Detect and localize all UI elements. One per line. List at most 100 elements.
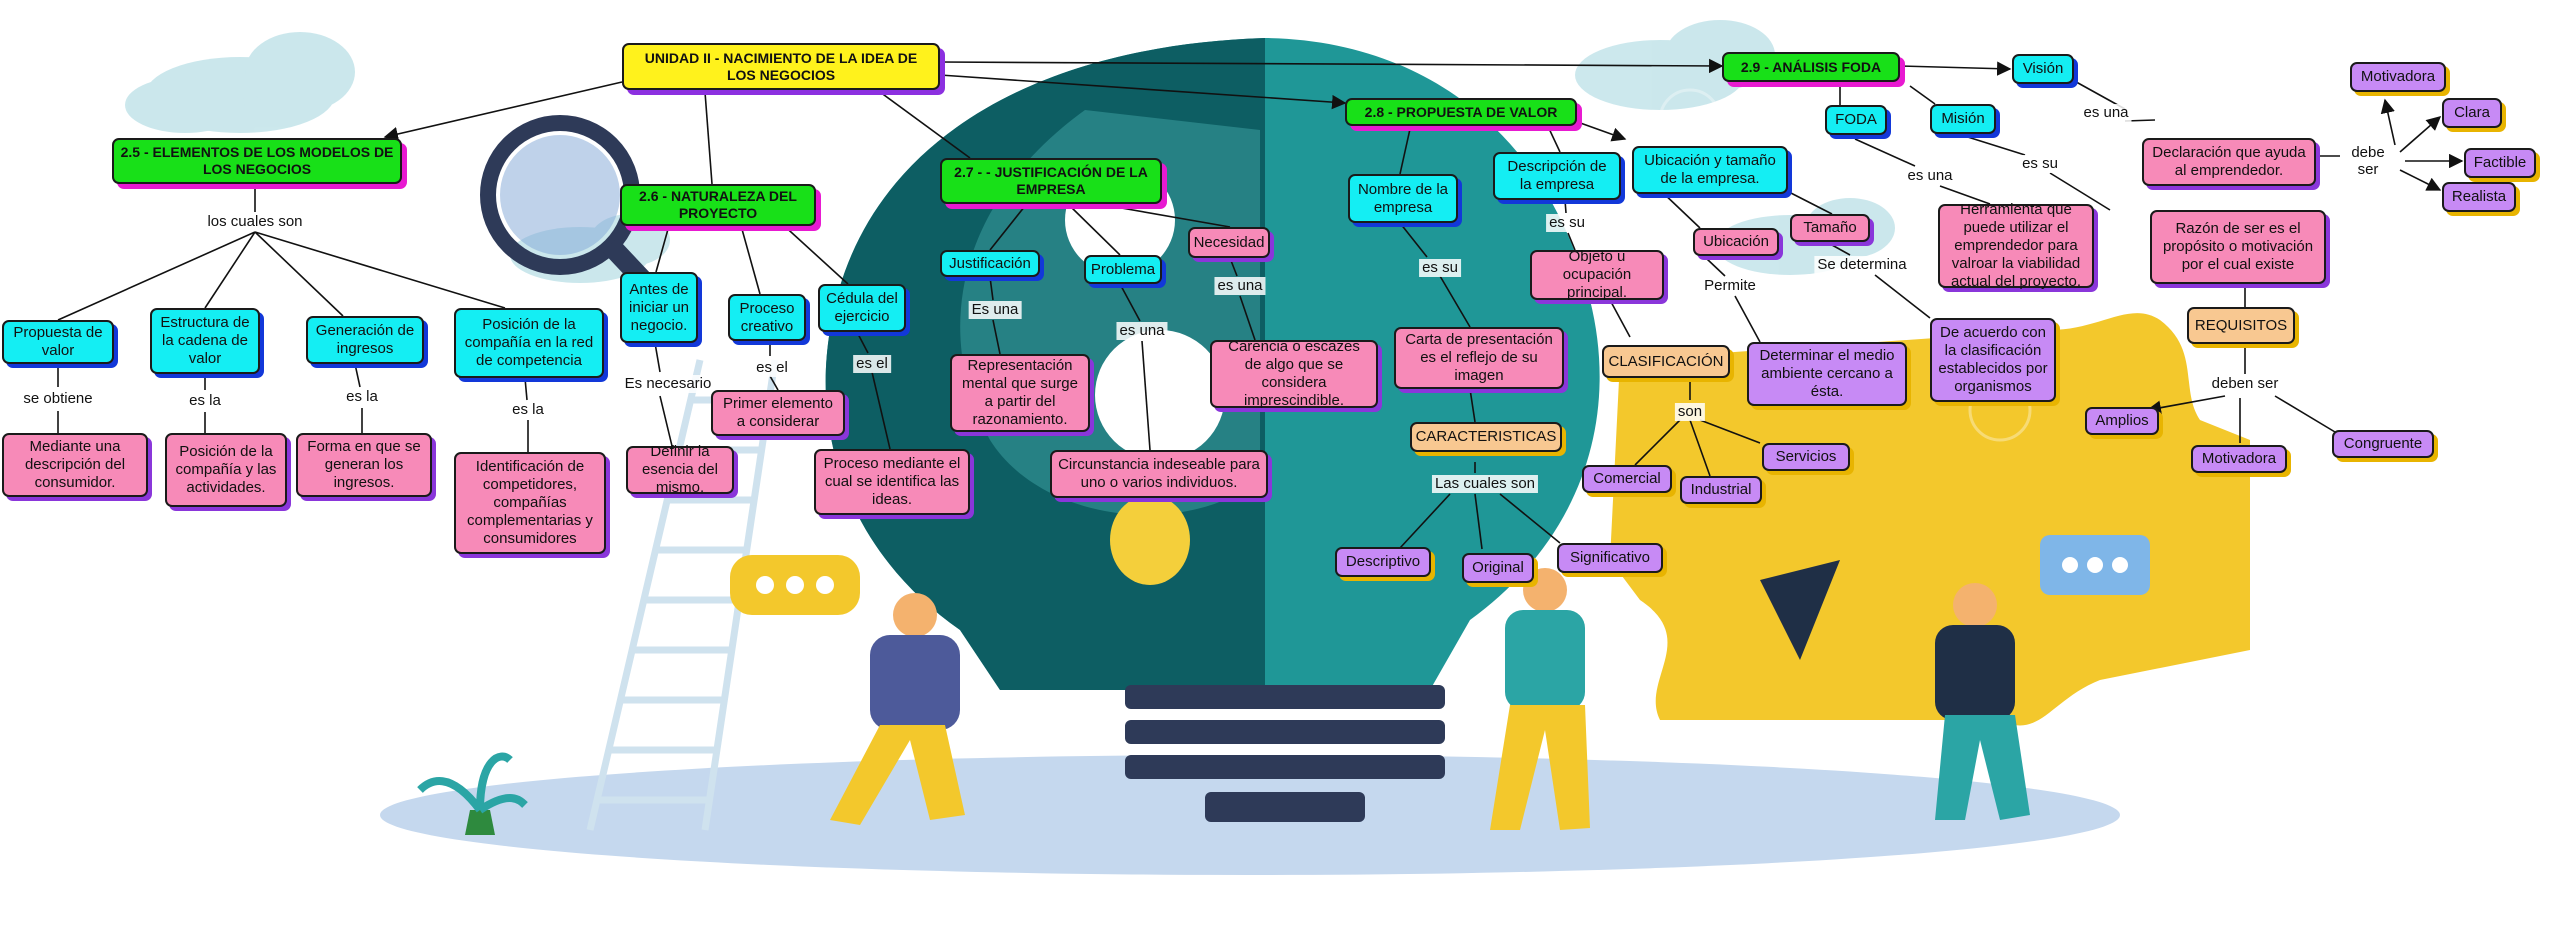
node-factible: Factible: [2464, 148, 2536, 178]
node-text: Posición de la compañía en la red de com…: [464, 316, 594, 369]
node-motivadora-vision: Motivadora: [2350, 62, 2446, 92]
node-detail: Posición de la compañía y las actividade…: [165, 433, 287, 507]
section-2-7-text: 2.7 - - JUSTIFICACIÓN DE LA EMPRESA: [954, 164, 1148, 197]
link-label: Es una: [968, 301, 1022, 319]
node-text: CLASIFICACIÓN: [1608, 352, 1724, 370]
node-text: Necesidad: [1193, 233, 1265, 251]
link-label: es una: [1116, 322, 1168, 340]
node-declaracion: Declaración que ayuda al emprendedor.: [2142, 138, 2316, 186]
link-label: son: [1674, 403, 1706, 421]
node-mision: Misión: [1930, 104, 1996, 134]
node-text: Realista: [2451, 188, 2507, 205]
node-tamano: Tamaño: [1790, 214, 1870, 242]
link-label: es una: [2080, 104, 2132, 122]
node-ubicacion-tamano: Ubicación y tamaño de la empresa.: [1632, 146, 1788, 194]
node-text: Significativo: [1569, 549, 1651, 566]
node-carta-presentacion: Carta de presentación es el reflejo de s…: [1394, 327, 1564, 389]
node-servicios: Servicios: [1762, 443, 1850, 471]
node-original: Original: [1462, 553, 1534, 583]
node-text: Mediante una descripción del consumidor.: [24, 438, 126, 491]
node-clara: Clara: [2442, 98, 2502, 128]
section-2-8: 2.8 - PROPUESTA DE VALOR: [1345, 98, 1577, 126]
node-text: Identificación de competidores, compañía…: [467, 458, 593, 547]
node-text: Industrial: [1690, 481, 1752, 498]
node-text: Declaración que ayuda al emprendedor.: [2152, 144, 2306, 179]
node-significativo: Significativo: [1557, 543, 1663, 573]
node-text: Clara: [2454, 104, 2490, 121]
node-text: Antes de iniciar un negocio.: [628, 280, 690, 334]
node-text: Definir la esencia del mismo.: [642, 443, 718, 496]
node-text: Proceso mediante el cual se identifica l…: [823, 455, 961, 508]
node-justificacion: Justificación: [940, 250, 1040, 277]
node-detail: Primer elemento a considerar: [711, 390, 845, 436]
node-text: Razón de ser es el propósito o motivació…: [2162, 220, 2314, 273]
node-text: CARACTERISTICAS: [1415, 428, 1557, 445]
node-razon-de-ser: Razón de ser es el propósito o motivació…: [2150, 210, 2326, 284]
node-text: Carta de presentación es el reflejo de s…: [1405, 331, 1553, 384]
node-proceso-creativo: Proceso creativo: [728, 294, 806, 341]
node-text: REQUISITOS: [2194, 316, 2288, 334]
node-text: Factible: [2473, 154, 2527, 171]
node-text: Proceso creativo: [739, 299, 795, 335]
node-requisitos: REQUISITOS: [2187, 307, 2295, 344]
link-label: es el: [753, 359, 791, 377]
link-label: debe ser: [2343, 144, 2393, 178]
node-text: Misión: [1941, 110, 1985, 127]
node-text: De acuerdo con la clasificación establec…: [1938, 324, 2048, 395]
link-label: es su: [1419, 259, 1461, 277]
node-detail: Identificación de competidores, compañía…: [454, 452, 606, 554]
node-antes-de-iniciar: Antes de iniciar un negocio.: [620, 272, 698, 343]
section-2-5: 2.5 - ELEMENTOS DE LOS MODELOS DE LOS NE…: [112, 138, 402, 184]
node-text: Motivadora: [2201, 450, 2277, 467]
node-text: Comercial: [1593, 470, 1661, 487]
node-text: Posición de la compañía y las actividade…: [175, 443, 277, 496]
node-detail: Representación mental que surge a partir…: [950, 354, 1090, 432]
link-label: es la: [186, 392, 224, 410]
node-objeto-ocupacion: Objeto u ocupación principal.: [1530, 248, 1664, 301]
node-nombre-empresa: Nombre de la empresa: [1348, 174, 1458, 223]
link-label: Es necesario: [621, 375, 715, 393]
node-text: Descriptivo: [1345, 553, 1421, 570]
link-label: Permite: [1701, 277, 1759, 295]
node-text: Propuesta de valor: [13, 324, 103, 359]
node-text: Servicios: [1775, 448, 1837, 465]
node-text: Descripción de la empresa: [1507, 158, 1607, 193]
node-text: Determinar el medio ambiente cercano a é…: [1759, 347, 1895, 400]
node-necesidad: Necesidad: [1188, 227, 1270, 258]
node-generacion-ingresos: Generación de ingresos: [306, 316, 424, 364]
node-realista: Realista: [2442, 182, 2516, 212]
node-caracteristicas: CARACTERISTICAS: [1410, 422, 1562, 452]
node-text: Primer elemento a considerar: [722, 395, 834, 430]
link-label: es la: [509, 401, 547, 419]
node-text: Herramienta que puede utilizar el empren…: [1950, 201, 2082, 290]
node-ubicacion: Ubicación: [1693, 228, 1779, 256]
node-industrial: Industrial: [1680, 476, 1762, 504]
node-comercial: Comercial: [1582, 465, 1672, 493]
node-detail: Proceso mediante el cual se identifica l…: [814, 449, 970, 515]
node-determinar-medio: Determinar el medio ambiente cercano a é…: [1747, 342, 1907, 406]
node-text: FODA: [1835, 111, 1877, 128]
node-herramienta: Herramienta que puede utilizar el empren…: [1938, 201, 2094, 290]
node-detail: Carencia o escazes de algo que se consid…: [1210, 338, 1378, 409]
node-foda: FODA: [1825, 105, 1887, 135]
link-label: deben ser: [2208, 375, 2282, 393]
title-text: UNIDAD II - NACIMIENTO DE LA IDEA DE LOS…: [644, 49, 918, 83]
node-text: Problema: [1090, 260, 1156, 278]
section-2-7: 2.7 - - JUSTIFICACIÓN DE LA EMPRESA: [940, 158, 1162, 204]
node-clasificacion-organismos: De acuerdo con la clasificación establec…: [1930, 318, 2056, 402]
node-detail: Definir la esencia del mismo.: [626, 443, 734, 496]
node-motivadora-req: Motivadora: [2191, 445, 2287, 473]
node-detail: Forma en que se generan los ingresos.: [296, 433, 432, 497]
node-text: Tamaño: [1803, 219, 1857, 236]
node-text: Ubicación: [1703, 233, 1769, 250]
link-label: es una: [1904, 167, 1956, 185]
link-label: es su: [2019, 155, 2061, 173]
node-clasificacion: CLASIFICACIÓN: [1602, 345, 1730, 378]
node-text: Circunstancia indeseable para uno o vari…: [1058, 456, 1260, 491]
node-propuesta-de-valor: Propuesta de valor: [2, 320, 114, 364]
node-text: Carencia o escazes de algo que se consid…: [1228, 338, 1360, 409]
node-estructura-cadena-valor: Estructura de la cadena de valor: [150, 308, 260, 374]
node-text: Visión: [2022, 60, 2064, 77]
link-label: es la: [343, 388, 381, 406]
node-text: Justificación: [949, 254, 1031, 272]
